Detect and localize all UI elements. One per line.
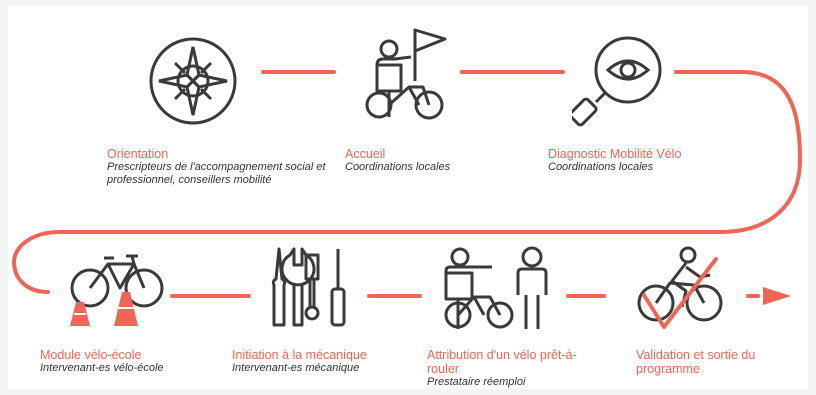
bicycle-cones-icon	[70, 254, 164, 326]
check-icon	[642, 257, 718, 329]
step-mecanique: Initiation à la mécanique Intervenant-es…	[232, 348, 412, 375]
step-diagnostic: Diagnostic Mobilité Vélo Coordinations l…	[548, 147, 748, 174]
magnifier-eye-icon	[572, 36, 662, 127]
step-title: Diagnostic Mobilité Vélo	[548, 147, 682, 161]
step-title: Accueil	[345, 147, 386, 161]
step-subtitle: Coordinations locales	[345, 161, 451, 173]
step-accueil: Accueil Coordinations locales	[345, 147, 505, 174]
connector-3	[11, 70, 803, 294]
step-subtitle: Prescripteurs de l'accompagnement social…	[107, 161, 326, 186]
step-orientation: Orientation Prescripteurs de l'accompagn…	[107, 147, 327, 187]
step-title: Orientation	[107, 147, 169, 161]
step-title: Module vélo-école	[40, 348, 142, 362]
step-title: Validation et sortie du programme	[636, 348, 756, 376]
step-subtitle: Coordinations locales	[548, 161, 654, 173]
step-subtitle: Intervenant-es vélo-école	[40, 362, 164, 374]
compass-icon	[149, 37, 237, 125]
step-subtitle: Prestataire réemploi	[427, 376, 526, 388]
arrow-head-icon	[763, 287, 791, 305]
diagram-card	[8, 6, 808, 389]
step-subtitle: Intervenant-es mécanique	[232, 362, 360, 374]
step-title: Initiation à la mécanique	[232, 348, 367, 362]
flag-bicycle-person-icon	[365, 28, 447, 120]
step-title: Attribution d'un vélo prêt-à-rouler	[427, 348, 577, 376]
cyclist-check-icon	[637, 246, 723, 329]
bike-handover-icon	[444, 246, 548, 329]
step-velo-ecole: Module vélo-école Intervenant-es vélo-éc…	[40, 348, 210, 375]
step-attribution: Attribution d'un vélo prêt-à-rouler Pres…	[427, 348, 597, 389]
tools-icon	[271, 247, 346, 327]
step-validation: Validation et sortie du programme	[636, 348, 796, 376]
